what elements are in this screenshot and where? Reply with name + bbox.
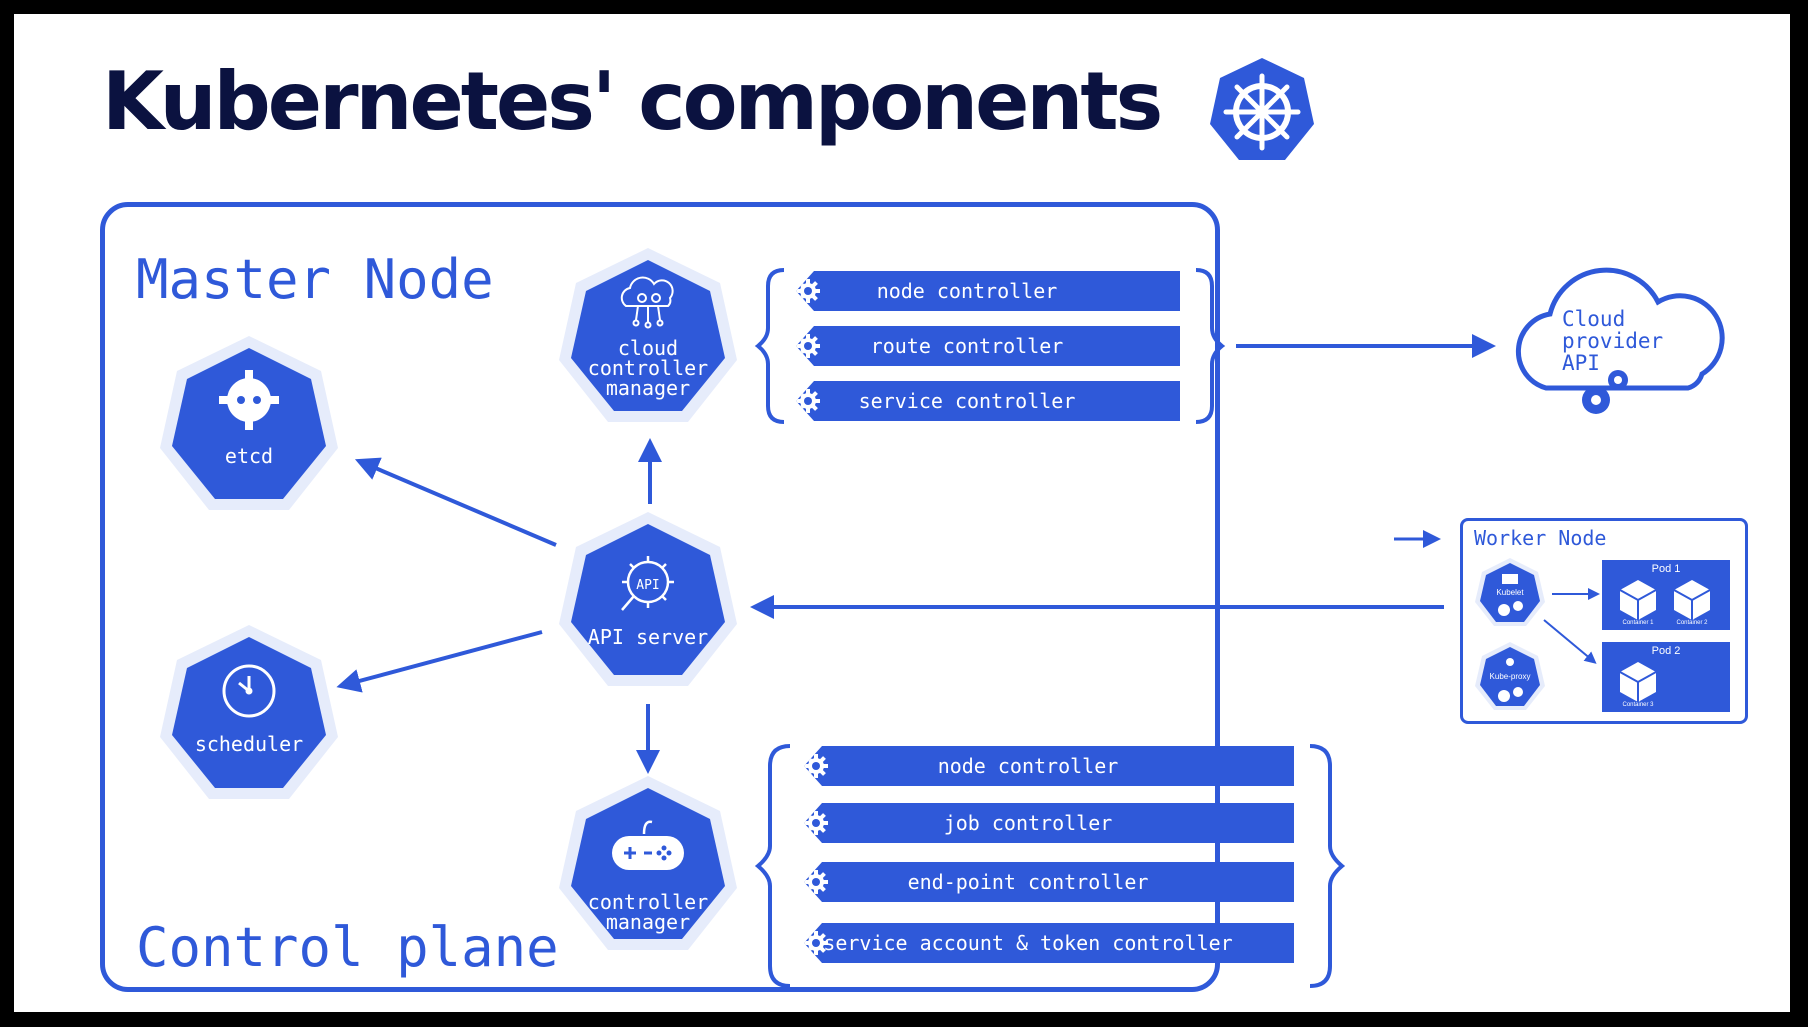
controller-row: node controller <box>804 746 1294 786</box>
api-server-node <box>559 512 737 686</box>
kube-proxy-node <box>1475 642 1545 710</box>
controller-label: node controller <box>937 754 1119 778</box>
api-gear-icon <box>621 556 674 611</box>
api-icon-text: API <box>636 578 660 593</box>
gear-icon <box>804 754 828 778</box>
controller-label: job controller <box>943 811 1113 835</box>
clock-icon <box>222 664 276 718</box>
arrow-api-to-scheduler <box>336 630 543 693</box>
slide <box>14 14 1790 1012</box>
cloud-controller-row: service controller <box>796 381 1180 421</box>
control-plane-label: Control plane <box>136 916 559 979</box>
controller-manager-node <box>559 776 737 950</box>
worker-node-frame <box>1460 518 1748 724</box>
cloud-provider-label: Cloud provider API <box>1562 307 1664 375</box>
page-title: Kubernetes' components <box>102 55 1163 148</box>
kubelet-label: Kubelet <box>1496 588 1524 597</box>
cloud-circuit-icon <box>620 276 674 329</box>
gear-icon <box>804 931 828 955</box>
cloud-controllers-bracket <box>754 268 1226 424</box>
controller-label: end-point controller <box>907 870 1149 894</box>
cloud-controller-row: node controller <box>796 271 1180 311</box>
arrow-api-to-etcd <box>354 457 557 547</box>
etcd-node <box>160 336 338 510</box>
gear-icon <box>804 811 828 835</box>
cloud-controller-manager-label: cloud controller manager <box>587 336 709 400</box>
control-plane-frame <box>100 202 1220 992</box>
scheduler-node <box>160 625 338 799</box>
cloud-controller-label: route controller <box>870 334 1064 358</box>
gear-icon <box>804 870 828 894</box>
controller-row: job controller <box>804 803 1294 843</box>
container-1-label: Container 1 <box>1622 620 1654 626</box>
cloud-controller-row: route controller <box>796 326 1180 366</box>
scheduler-label: scheduler <box>194 732 304 756</box>
container-3-label: Container 3 <box>1622 702 1654 708</box>
cloud-gears-icon <box>1582 370 1628 414</box>
gear-icon <box>796 334 820 358</box>
cloud-controller-label: service controller <box>858 389 1076 413</box>
pod-2-title: Pod 2 <box>1651 645 1681 657</box>
controller-label: service account & token controller <box>823 931 1233 955</box>
api-server-label: API server <box>587 625 709 649</box>
container-2-label: Container 2 <box>1676 620 1708 626</box>
gamepad-icon <box>612 820 684 870</box>
cloud-controller-manager-node <box>559 248 737 422</box>
gear-icon <box>796 389 820 413</box>
master-node-label: Master Node <box>136 248 494 311</box>
arrow-kubelet-to-pod2 <box>1543 619 1597 664</box>
controllers-bracket <box>754 744 1346 988</box>
gear-icon <box>796 279 820 303</box>
controller-row: end-point controller <box>804 862 1294 902</box>
cloud-provider-icon <box>1515 267 1725 391</box>
pod-1-title: Pod 1 <box>1651 563 1681 575</box>
kube-proxy-label: Kube-proxy <box>1489 672 1531 681</box>
kubelet-node <box>1475 558 1545 626</box>
etcd-icon <box>219 370 279 430</box>
etcd-label: etcd <box>224 444 274 468</box>
controller-row: service account & token controller <box>804 923 1294 963</box>
cloud-controller-label: node controller <box>876 279 1058 303</box>
controller-manager-label: controller manager <box>587 890 709 934</box>
worker-node-title: Worker Node <box>1474 526 1607 550</box>
